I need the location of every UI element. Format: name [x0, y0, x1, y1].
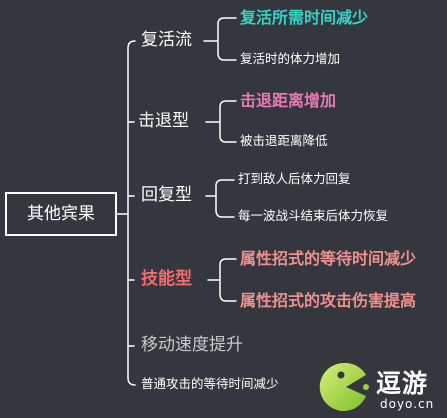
link-fork-3: [205, 179, 235, 218]
doyo-watermark: 逗游 doyo.cn: [316, 358, 444, 416]
leaf-knockback-reduce: 被击退距离降低: [240, 133, 328, 148]
watermark-name: 逗游: [376, 369, 429, 398]
leaf-knockback-distance: 击退距离增加: [240, 91, 337, 110]
branch-revive: 复活流: [141, 30, 192, 50]
leaf-hit-recover: 打到敌人后体力回复: [238, 171, 351, 186]
leaf-skill-wait: 属性招式的等待时间减少: [240, 249, 417, 268]
branch-recovery: 回复型: [141, 185, 192, 205]
doyo-logo-icon: [319, 362, 369, 411]
branch-normal-attack: 普通攻击的等待时间减少: [141, 376, 279, 391]
leaf-revive-stamina: 复活时的体力增加: [240, 51, 341, 66]
leaf-skill-damage: 属性招式的攻击伤害提高: [240, 291, 417, 310]
link-fork-1: [203, 17, 237, 61]
leaf-wave-recover: 每一波战斗结束后体力恢复: [238, 208, 389, 223]
link-fork-2: [205, 100, 237, 143]
branch-skill: 技能型: [141, 269, 192, 289]
root-node: 其他宾果: [5, 192, 117, 236]
link-spine: [127, 40, 136, 386]
branch-move-speed: 移动速度提升: [141, 335, 243, 355]
link-fork-4: [207, 258, 237, 302]
watermark-site: doyo.cn: [380, 397, 435, 411]
branch-knockback: 击退型: [138, 111, 189, 131]
leaf-revive-time: 复活所需时间减少: [240, 8, 369, 27]
